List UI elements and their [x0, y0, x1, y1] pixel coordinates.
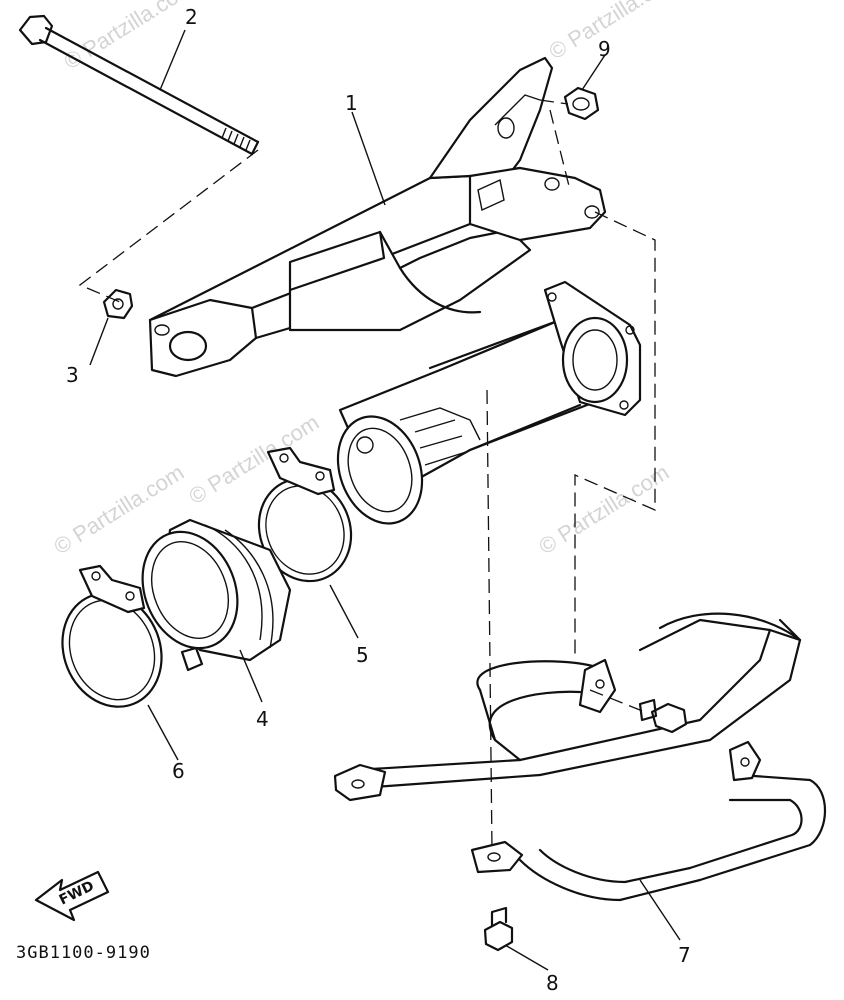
callout-number: 1 [345, 91, 358, 115]
watermark-text: © Partzilla.com [59, 0, 198, 74]
nut[interactable] [563, 86, 600, 121]
callout-number: 6 [172, 759, 185, 783]
clamp-small[interactable] [244, 446, 366, 595]
callout-number: 8 [546, 971, 559, 995]
callout-number: 7 [678, 943, 691, 967]
guard[interactable] [333, 612, 827, 902]
callout-number: 4 [256, 707, 269, 731]
callout-number: 2 [185, 5, 198, 29]
callouts: 2 1 3 4 5 6 7 8 9 [66, 5, 691, 995]
clamp-large[interactable] [46, 564, 178, 722]
callout-number: 9 [598, 37, 611, 61]
washer[interactable] [102, 288, 134, 320]
diagram-code: 3GB1100-9190 [16, 943, 151, 963]
boot[interactable] [126, 518, 292, 672]
bolt-upper[interactable] [638, 698, 688, 734]
callout-number: 3 [66, 363, 79, 387]
leader-lines [89, 29, 681, 971]
fwd-arrow-icon: FWD [34, 870, 110, 922]
watermark-text: © Partzilla.com [544, 0, 683, 64]
bolt-lower[interactable] [483, 906, 514, 952]
assembly-lines [78, 99, 656, 851]
callout-number: 5 [356, 643, 369, 667]
pivot-shaft[interactable] [18, 14, 260, 156]
rear-arm[interactable] [148, 56, 642, 535]
